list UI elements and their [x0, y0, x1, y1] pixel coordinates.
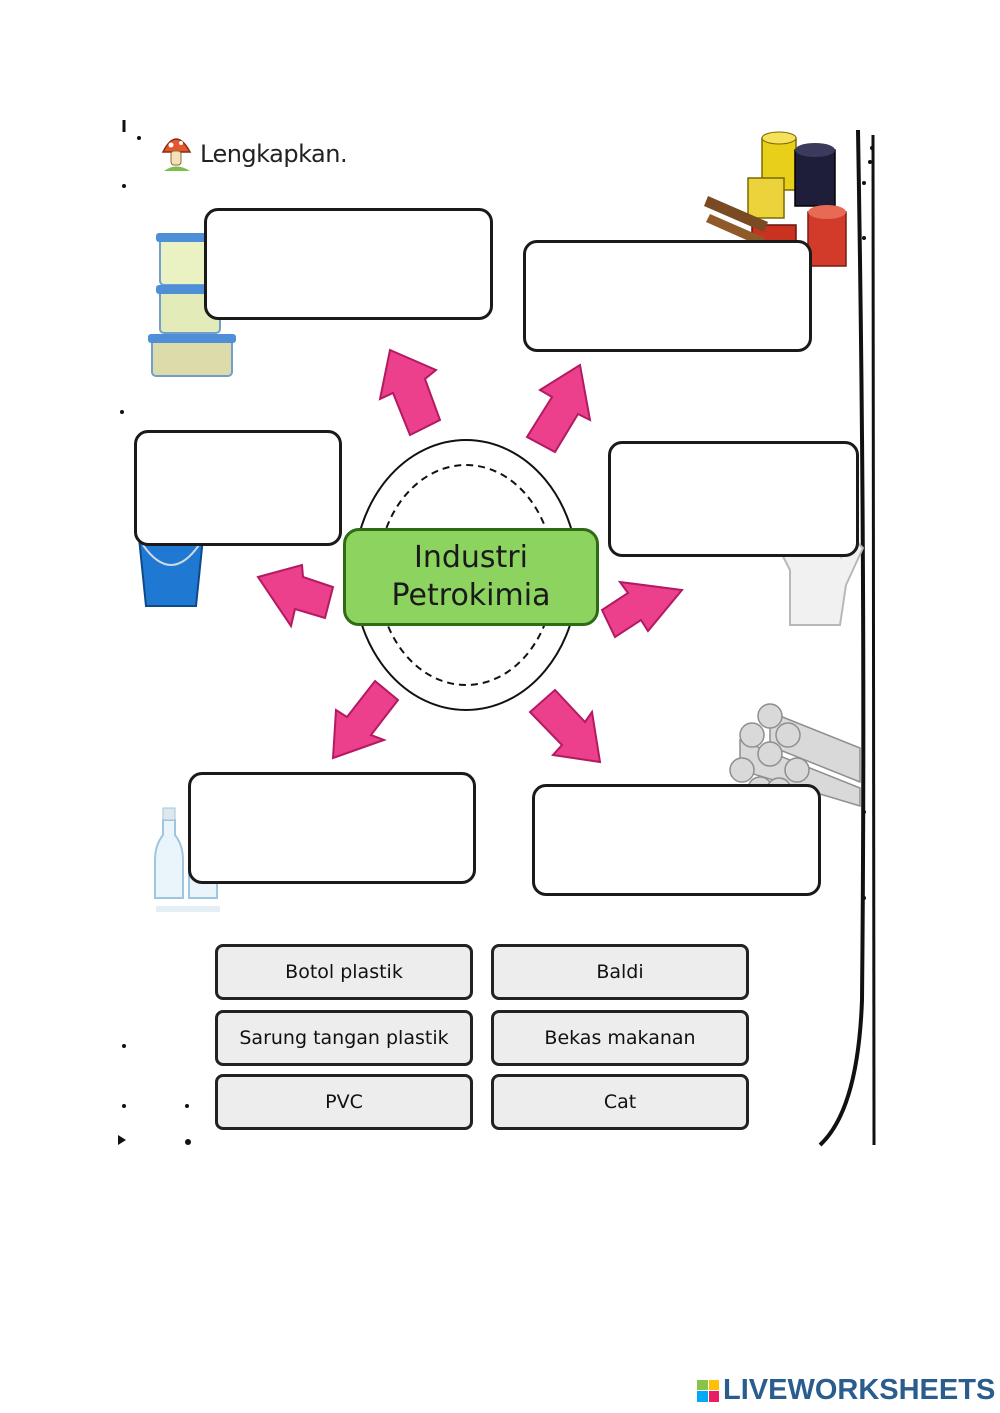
word-tile-bekas-makanan[interactable]: Bekas makanan — [491, 1010, 749, 1066]
center-label: Industri Petrokimia — [343, 528, 599, 626]
center-label-line2: Petrokimia — [391, 578, 551, 613]
mushroom-icon — [161, 138, 192, 171]
arrow-right — [600, 580, 684, 639]
word-tile-cat[interactable]: Cat — [491, 1074, 749, 1130]
word-tile-baldi[interactable]: Baldi — [491, 944, 749, 1000]
answer-box-bottom-left[interactable] — [188, 772, 476, 884]
liveworksheets-brand: LIVEWORKSHEETS — [697, 1374, 995, 1407]
arrow-down-left — [331, 679, 400, 760]
word-tile-botol-plastik[interactable]: Botol plastik — [215, 944, 473, 1000]
arrow-down-right — [528, 688, 602, 764]
answer-box-middle-left[interactable] — [134, 430, 342, 546]
word-tile-sarung-tangan-plastik[interactable]: Sarung tangan plastik — [215, 1010, 473, 1066]
word-tile-pvc[interactable]: PVC — [215, 1074, 473, 1130]
liveworksheets-logo-icon — [697, 1379, 719, 1402]
page-specks — [118, 136, 874, 1145]
page-border — [122, 120, 876, 1147]
instruction-title: Lengkapkan. — [200, 140, 348, 168]
answer-box-bottom-right[interactable] — [532, 784, 821, 896]
answer-box-top-left[interactable] — [204, 208, 493, 320]
answer-box-middle-right[interactable] — [608, 441, 859, 557]
arrow-up-right — [525, 363, 592, 454]
answer-box-top-right[interactable] — [523, 240, 812, 352]
center-label-line1: Industri — [414, 540, 528, 575]
arrow-left — [256, 563, 335, 629]
brand-name: LIVEWORKSHEETS — [723, 1374, 996, 1406]
arrow-up-left — [378, 348, 442, 437]
food-containers-icon — [148, 233, 236, 377]
paint-cans-icon — [704, 131, 847, 276]
